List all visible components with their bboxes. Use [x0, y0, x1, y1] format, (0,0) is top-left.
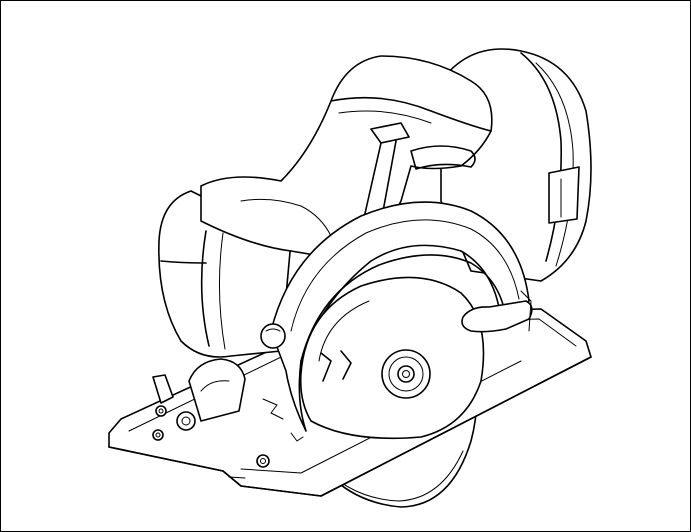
guard-lever: [461, 290, 533, 333]
handle-body: [200, 55, 493, 262]
depth-knob: [260, 323, 286, 349]
arbor-bolt: [381, 349, 431, 399]
front-detail: [262, 398, 304, 442]
bevel-adjust: [152, 358, 270, 468]
